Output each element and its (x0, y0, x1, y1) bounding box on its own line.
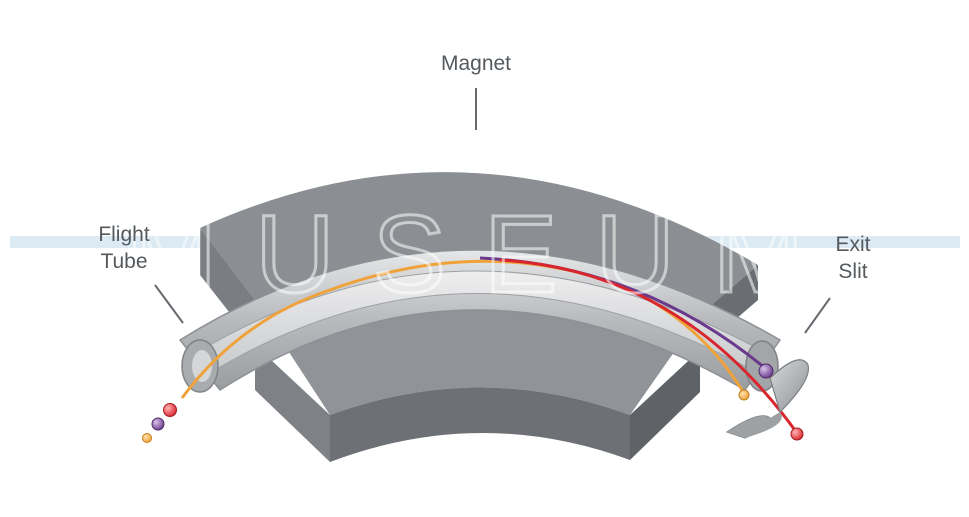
heavy-ion-detected (790, 427, 804, 441)
leader-lines (154, 88, 831, 334)
magnet-front-left (255, 345, 330, 462)
magnet-front-right (630, 350, 700, 460)
exit-slit-plate-upper (769, 359, 810, 414)
magnet-front-face (330, 387, 630, 462)
flight-tube-label-line-2: Tube (100, 250, 148, 273)
exit-slit-body (727, 412, 782, 438)
ion-paths (180, 256, 799, 434)
particles (142, 363, 804, 443)
watermark-text: MUSEUM (126, 193, 843, 316)
medium-ion-detected (758, 363, 774, 379)
magnet-label: Magnet (420, 50, 532, 77)
flight-tube-opening-inner (192, 350, 212, 382)
flight-tube-label: Flight Tube (84, 221, 164, 275)
light-ion-path (180, 259, 747, 399)
medium-ion-source (151, 417, 165, 431)
heavy-ion-path (499, 258, 799, 434)
exit-slit (725, 359, 810, 439)
exit-slit-label-line-1: Exit (835, 233, 871, 256)
exit-slit-label-line-2: Slit (838, 260, 868, 283)
flight-tube-leader-line (154, 284, 184, 324)
magnet-label-text: Magnet (440, 52, 512, 75)
exit-slit-leader-line (804, 297, 831, 334)
exit-slit-label: Exit Slit (818, 231, 888, 285)
heavy-ion-source (163, 403, 177, 417)
light-ion-source (142, 433, 152, 443)
flight-tube-label-line-1: Flight (98, 223, 150, 246)
light-ion-detected (738, 389, 750, 401)
flight-tube (178, 249, 782, 393)
